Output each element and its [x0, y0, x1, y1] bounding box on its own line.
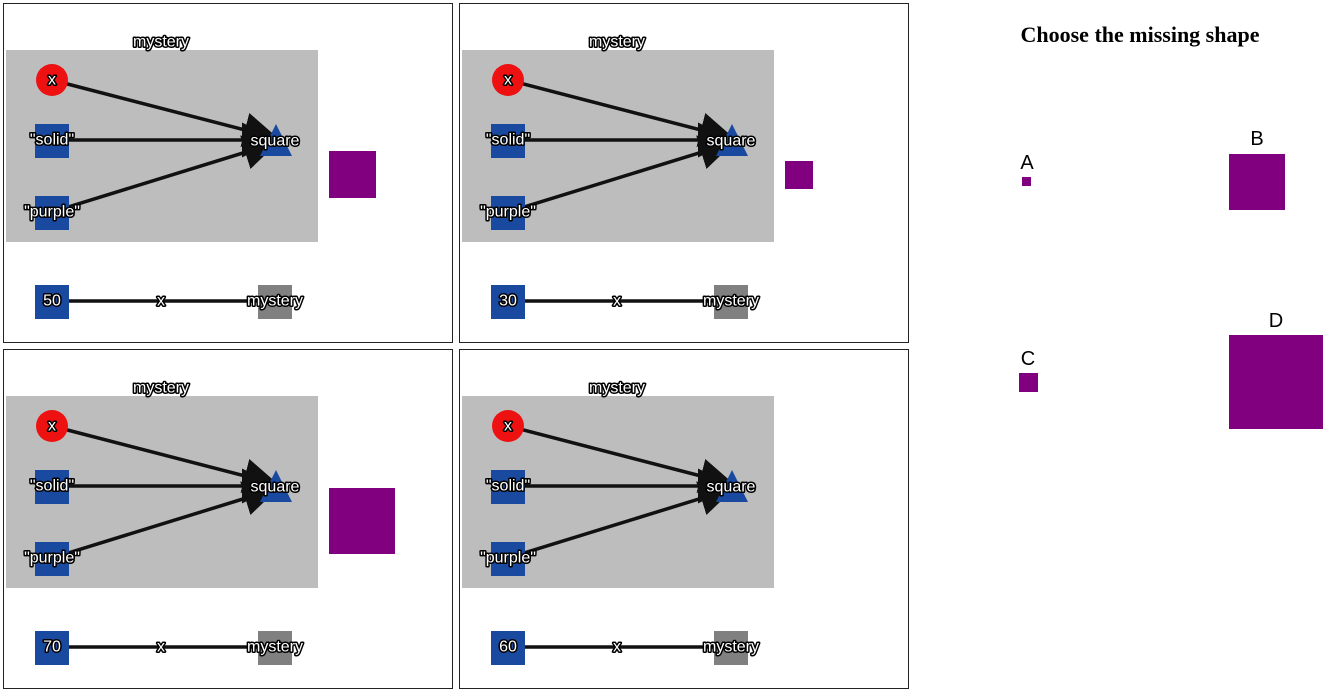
input-node [491, 631, 525, 665]
arg1-node [491, 470, 525, 504]
param-node [36, 64, 68, 96]
output-square [329, 488, 395, 554]
function-title: mystery [133, 380, 189, 397]
arg2-node [35, 196, 69, 230]
param-node [36, 410, 68, 442]
param-label: x [504, 418, 512, 435]
result-triangle [716, 470, 748, 502]
output-square [329, 151, 376, 198]
diagram-4: mystery x "solid" "purple" square 60 x m… [462, 378, 774, 665]
question-panel: mystery x "solid" "purple" square 60 x m… [459, 349, 909, 689]
arg2-label: "purple" [480, 204, 536, 221]
arg1-label: "solid" [486, 478, 530, 495]
param-node [492, 64, 524, 96]
result-label: square [251, 479, 300, 496]
arg2-node [35, 542, 69, 576]
choice-b[interactable]: B [1228, 128, 1286, 212]
result-triangle [260, 124, 292, 156]
edge-label: x [613, 639, 621, 656]
function-title: mystery [133, 34, 189, 51]
result-label: square [707, 479, 756, 496]
result-triangle [260, 470, 292, 502]
choice-c-label: C [1020, 348, 1036, 370]
arg1-label: "solid" [486, 132, 530, 149]
param-label: x [48, 72, 56, 89]
input-node [35, 631, 69, 665]
choice-a[interactable]: A [1007, 152, 1047, 202]
edge-label: x [613, 293, 621, 310]
choice-c[interactable]: C [1008, 348, 1048, 394]
edge-label: x [157, 293, 165, 310]
call-label: mystery [247, 293, 303, 310]
result-triangle [716, 124, 748, 156]
choice-a-label: A [1020, 152, 1034, 174]
arg1-node [35, 124, 69, 158]
param-node [492, 410, 524, 442]
diagram-1: mystery x "solid" "purple" square 50 x m… [6, 32, 376, 319]
arg1-label: "solid" [30, 478, 74, 495]
param-label: x [48, 418, 56, 435]
call-label: mystery [247, 639, 303, 656]
result-label: square [707, 133, 756, 150]
arg1-node [491, 124, 525, 158]
choice-d-label: D [1268, 310, 1284, 332]
arg2-label: "purple" [24, 550, 80, 567]
diagram-3: mystery x "solid" "purple" square 70 x m… [6, 378, 395, 665]
edge-label: x [157, 639, 165, 656]
function-title: mystery [589, 380, 645, 397]
arg2-node [491, 542, 525, 576]
arg2-label: "purple" [480, 550, 536, 567]
input-node [35, 285, 69, 319]
call-node [258, 285, 292, 319]
choice-b-square [1229, 154, 1285, 210]
call-label: mystery [703, 639, 759, 656]
function-title: mystery [589, 34, 645, 51]
choice-a-square [1022, 177, 1031, 186]
diagram-2: mystery x "solid" "purple" square 30 x m… [462, 32, 813, 319]
example-panel-1: mystery x "solid" "purple" square 50 x m… [3, 3, 453, 343]
arg2-label: "purple" [24, 204, 80, 221]
question-prompt: Choose the missing shape [1020, 22, 1260, 47]
input-value: 60 [499, 639, 517, 656]
call-node [714, 631, 748, 665]
choice-c-square [1019, 373, 1038, 392]
result-label: square [251, 133, 300, 150]
input-value: 70 [43, 639, 61, 656]
call-node [258, 631, 292, 665]
call-label: mystery [703, 293, 759, 310]
arg1-label: "solid" [30, 132, 74, 149]
example-panel-2: mystery x "solid" "purple" square 30 x m… [459, 3, 909, 343]
choice-d-square [1229, 335, 1323, 429]
example-panel-3: mystery x "solid" "purple" square 70 x m… [3, 349, 453, 689]
call-node [714, 285, 748, 319]
arg2-node [491, 196, 525, 230]
input-node [491, 285, 525, 319]
arg1-node [35, 470, 69, 504]
choice-d[interactable]: D [1228, 310, 1324, 432]
param-label: x [504, 72, 512, 89]
input-value: 50 [43, 293, 61, 310]
input-value: 30 [499, 293, 517, 310]
choice-b-label: B [1250, 128, 1264, 150]
output-square [785, 161, 813, 189]
